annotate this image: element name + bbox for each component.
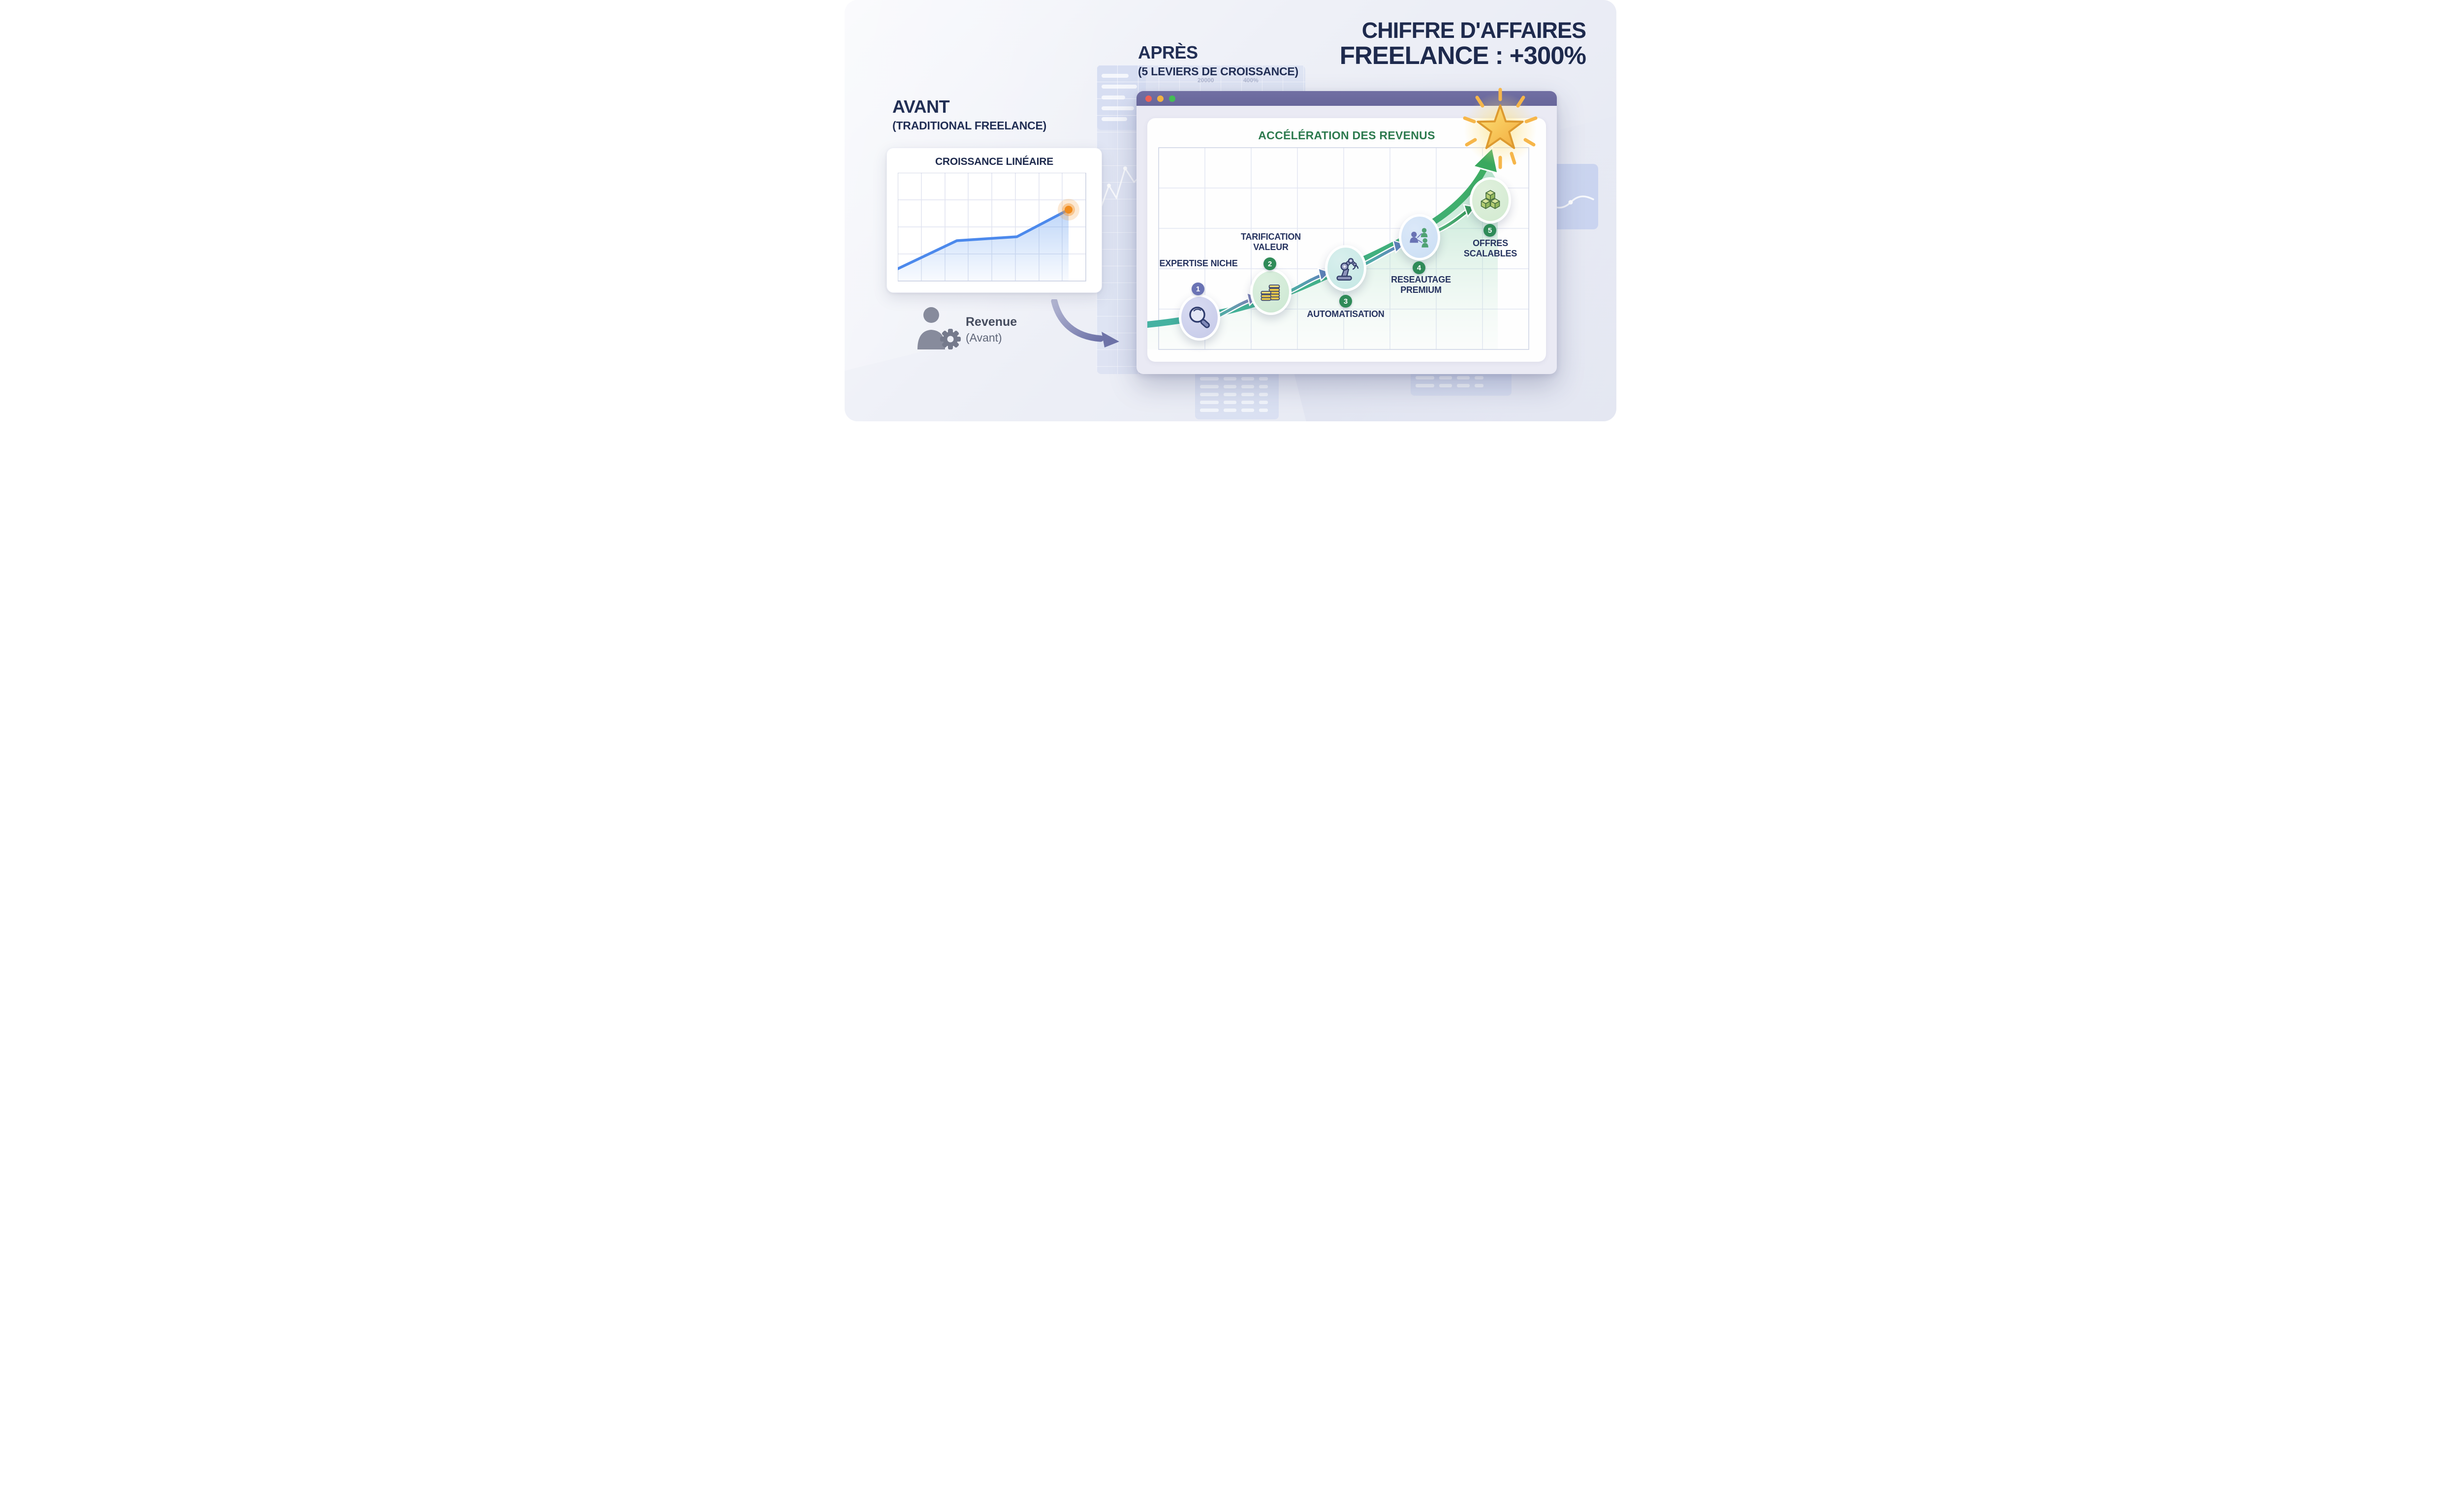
before-chart-card: CROISSANCE LINÉAIRE bbox=[886, 148, 1102, 293]
close-window-icon bbox=[1145, 95, 1152, 102]
star-icon bbox=[1463, 88, 1538, 169]
step-circle-expertise-niche bbox=[1179, 294, 1220, 341]
step-circle-offres-scalables bbox=[1470, 177, 1511, 223]
infographic-canvas: 20000 400% CHIFFRE D'AF bbox=[845, 0, 1616, 421]
step-label-tarification-valeur: TARIFICATION VALEUR bbox=[1241, 232, 1301, 252]
endpoint-dot bbox=[1065, 206, 1073, 214]
step-badge-1: 1 bbox=[1192, 283, 1204, 295]
legend-label: Revenue bbox=[966, 315, 1017, 329]
boxes-icon bbox=[1481, 190, 1500, 209]
step-badge-5: 5 bbox=[1483, 224, 1496, 237]
step-badge-4: 4 bbox=[1413, 261, 1425, 274]
page-title-line1: CHIFFRE D'AFFAIRES bbox=[1361, 18, 1586, 43]
browser-window: ACCÉLÉRATION DES REVENUS bbox=[1136, 88, 1557, 374]
transition-arrow-icon bbox=[1051, 299, 1119, 347]
before-heading: AVANT (TRADITIONAL FREELANCE) bbox=[892, 96, 1046, 132]
after-heading: APRÈS (5 LEVIERS DE CROISSANCE) bbox=[1138, 42, 1298, 78]
legend-text: Revenue (Avant) bbox=[966, 315, 1017, 345]
after-heading-subtitle: (5 LEVIERS DE CROISSANCE) bbox=[1138, 65, 1298, 78]
background-sparkline bbox=[1098, 166, 1144, 214]
after-heading-title: APRÈS bbox=[1138, 42, 1198, 63]
freelancer-gear-icon bbox=[917, 307, 961, 349]
linear-growth-chart bbox=[898, 173, 1086, 282]
background-data-table bbox=[1195, 365, 1279, 419]
page-title: CHIFFRE D'AFFAIRES FREELANCE : +300% bbox=[1340, 19, 1586, 69]
maximize-window-icon bbox=[1169, 95, 1175, 102]
step-badge-3: 3 bbox=[1339, 295, 1352, 308]
before-chart-title: CROISSANCE LINÉAIRE bbox=[935, 156, 1054, 167]
before-heading-title: AVANT bbox=[892, 96, 950, 117]
legend-sublabel: (Avant) bbox=[966, 331, 1002, 344]
magnifier-icon bbox=[1189, 307, 1210, 328]
gear-icon bbox=[940, 329, 961, 349]
minimize-window-icon bbox=[1157, 95, 1164, 102]
step-circle-automatisation bbox=[1325, 245, 1366, 291]
background-axis-value: 400% bbox=[1243, 77, 1259, 84]
step-label-automatisation: AUTOMATISATION bbox=[1307, 309, 1385, 319]
step-label-offres-scalables: OFFRES SCALABLES bbox=[1463, 238, 1517, 259]
growth-area bbox=[1147, 163, 1498, 349]
step-arrow-icon bbox=[1288, 267, 1331, 294]
before-heading-subtitle: (TRADITIONAL FREELANCE) bbox=[892, 119, 1047, 132]
coins-icon bbox=[1261, 284, 1280, 301]
star-rays bbox=[1463, 88, 1538, 169]
background-axis-value: 20000 bbox=[1198, 77, 1214, 84]
robot-arm-icon bbox=[1336, 258, 1359, 281]
people-network-icon bbox=[1410, 228, 1428, 248]
step-label-expertise-niche: EXPERTISE NICHE bbox=[1159, 258, 1238, 268]
page-title-line2: FREELANCE : +300% bbox=[1339, 41, 1586, 69]
step-badge-2: 2 bbox=[1263, 257, 1276, 270]
step-circle-reseautage-premium bbox=[1399, 214, 1440, 260]
acceleration-chart-title: ACCÉLÉRATION DES REVENUS bbox=[1258, 129, 1435, 142]
step-circle-tarification-valeur bbox=[1250, 269, 1292, 315]
step-label-reseautage-premium: RESEAUTAGE PREMIUM bbox=[1391, 275, 1451, 295]
